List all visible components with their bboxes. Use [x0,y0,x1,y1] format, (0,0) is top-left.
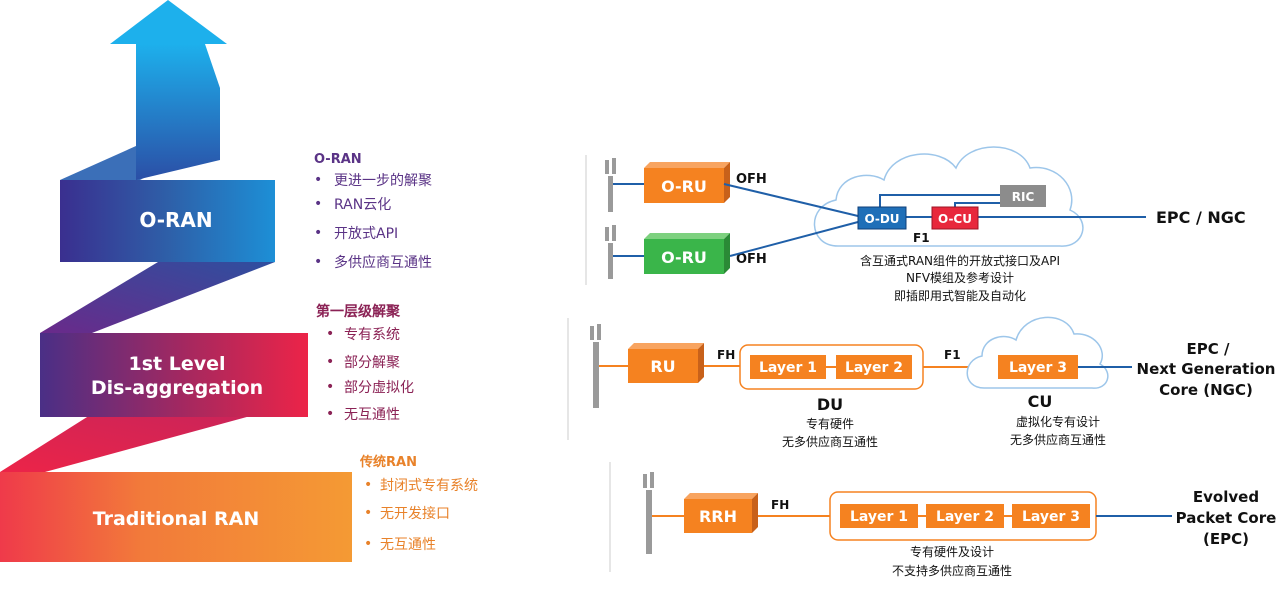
f1-label: F1 [913,231,930,245]
oran-list-item: 多供应商互通性 [334,254,432,271]
core-label-line: EPC / [1187,340,1230,358]
core-label-line: (EPC) [1203,530,1249,548]
traditional-architecture-diagram: RRH FH Layer 1 Layer 2 Layer 3 专有硬件及设计 不… [609,462,1277,578]
trad-layer1-label: Layer 1 [850,509,908,525]
traditional-step-label: Traditional RAN [93,508,260,530]
antenna-icon [605,158,616,212]
cu-title: CU [1028,392,1053,411]
staircase-connector-bottom [0,412,265,472]
bullet: • [314,172,322,188]
trad-layer3-label: Layer 3 [1022,509,1080,525]
bullet: • [364,477,372,493]
level1-feature-list: 第一层级解聚 • 专有系统 • 部分解聚 • 部分虚拟化 • 无互通性 [316,303,414,423]
level1-list-item: 部分虚拟化 [344,380,414,396]
ric-label: RIC [1012,190,1035,204]
level1-list-item: 无互通性 [344,407,400,423]
oran-caption-line: NFV模组及参考设计 [906,270,1014,285]
bullet: • [326,326,334,342]
trad-layer2-block [926,504,1004,528]
bullet: • [314,225,322,241]
trad-layer3-block [1012,504,1090,528]
cu-layer3-block [998,355,1078,379]
bullet: • [314,196,322,212]
traditional-feature-list: 传统RAN • 封闭式专有系统 • 无开发接口 • 无互通性 [359,454,478,553]
level1-list-item: 部分解聚 [344,355,400,371]
du-layer2-label: Layer 2 [845,360,903,376]
du-title: DU [817,395,843,414]
cu-layer3-label: Layer 3 [1009,360,1067,376]
trad-caption-line: 不支持多供应商互通性 [892,563,1012,578]
ocu-label: O-CU [938,212,972,226]
trad-layer2-label: Layer 2 [936,509,994,525]
ofh-bottom-label: OFH [736,252,767,267]
f1-label: F1 [944,348,961,362]
oran-step-label: O-RAN [139,208,212,232]
fh-label: FH [771,498,789,512]
bullet: • [326,406,334,422]
odu-label: O-DU [864,212,899,226]
du-layer2-block [836,355,912,379]
trad-layer1-block [840,504,918,528]
staircase: O-RAN 1st Level Dis-aggregation Traditio… [0,0,352,562]
oran-feature-list: O-RAN • 更进一步的解聚 • RAN云化 • 开放式API • 多供应商互… [314,152,432,271]
oran-list-item: 开放式API [334,226,398,242]
oran-list-heading: O-RAN [314,152,362,167]
bullet: • [364,536,372,552]
traditional-step [0,472,352,562]
arrow-shaft [136,44,220,180]
trad-list-item: 无互通性 [380,537,436,553]
oran-list-item: 更进一步的解聚 [334,173,432,189]
oru-top-block [644,168,724,203]
oran-caption-line: 含互通式RAN组件的开放式接口及API [860,253,1060,268]
ru-block [628,349,698,383]
level1-architecture-diagram: RU FH Layer 1 Layer 2 F1 Layer 3 DU 专有硬件… [567,316,1276,449]
oru-bottom-block [644,239,724,274]
bullet: • [326,354,334,370]
antenna-icon [605,225,616,279]
level1-list-heading: 第一层级解聚 [316,303,401,320]
core-label: EPC / NGC [1156,208,1246,227]
ru-label: RU [650,357,675,376]
du-caption-line: 专有硬件 [806,416,854,431]
trad-list-item: 封闭式专有系统 [380,478,478,494]
trad-list-heading: 传统RAN [359,454,417,470]
oran-caption-line: 即插即用式智能及自动化 [894,288,1026,303]
du-layer1-block [750,355,826,379]
oran-step [60,180,275,262]
cu-caption-line: 虚拟化专有设计 [1016,414,1100,429]
level1-step-label-line2: Dis-aggregation [91,377,263,399]
bullet: • [326,379,334,395]
trad-list-item: 无开发接口 [380,505,450,522]
du-layer1-label: Layer 1 [759,360,817,376]
rrh-block [684,499,752,533]
bullet: • [314,254,322,270]
ofh-top-label: OFH [736,172,767,187]
oru-top-label: O-RU [661,177,707,196]
antenna-icon [643,472,654,554]
bullet: • [364,505,372,521]
ric-block [1000,185,1046,207]
oran-list-item: RAN云化 [334,197,391,213]
level1-step-label-line1: 1st Level [128,353,225,375]
core-label-line: Evolved [1193,488,1259,506]
staircase-connector-middle [40,262,275,333]
level1-step [40,333,308,417]
core-label-line: Core (NGC) [1159,381,1253,399]
antenna-icon [590,324,601,408]
core-label-line: Next Generation [1137,360,1276,378]
trad-caption-line: 专有硬件及设计 [910,544,994,559]
oru-bottom-label: O-RU [661,248,707,267]
du-caption-line: 无多供应商互通性 [782,434,878,449]
ocu-block [931,206,979,230]
odu-block [857,206,907,230]
level1-list-item: 专有系统 [344,327,400,343]
rrh-label: RRH [699,507,737,526]
fh-label: FH [717,348,735,362]
oran-architecture-diagram: O-RU O-RU OFH OFH O-DU O-CU RIC F1 EPC /… [585,146,1246,303]
core-label-line: Packet Core [1176,509,1277,527]
cu-caption-line: 无多供应商互通性 [1010,432,1106,447]
arrow-up-icon [110,0,227,44]
